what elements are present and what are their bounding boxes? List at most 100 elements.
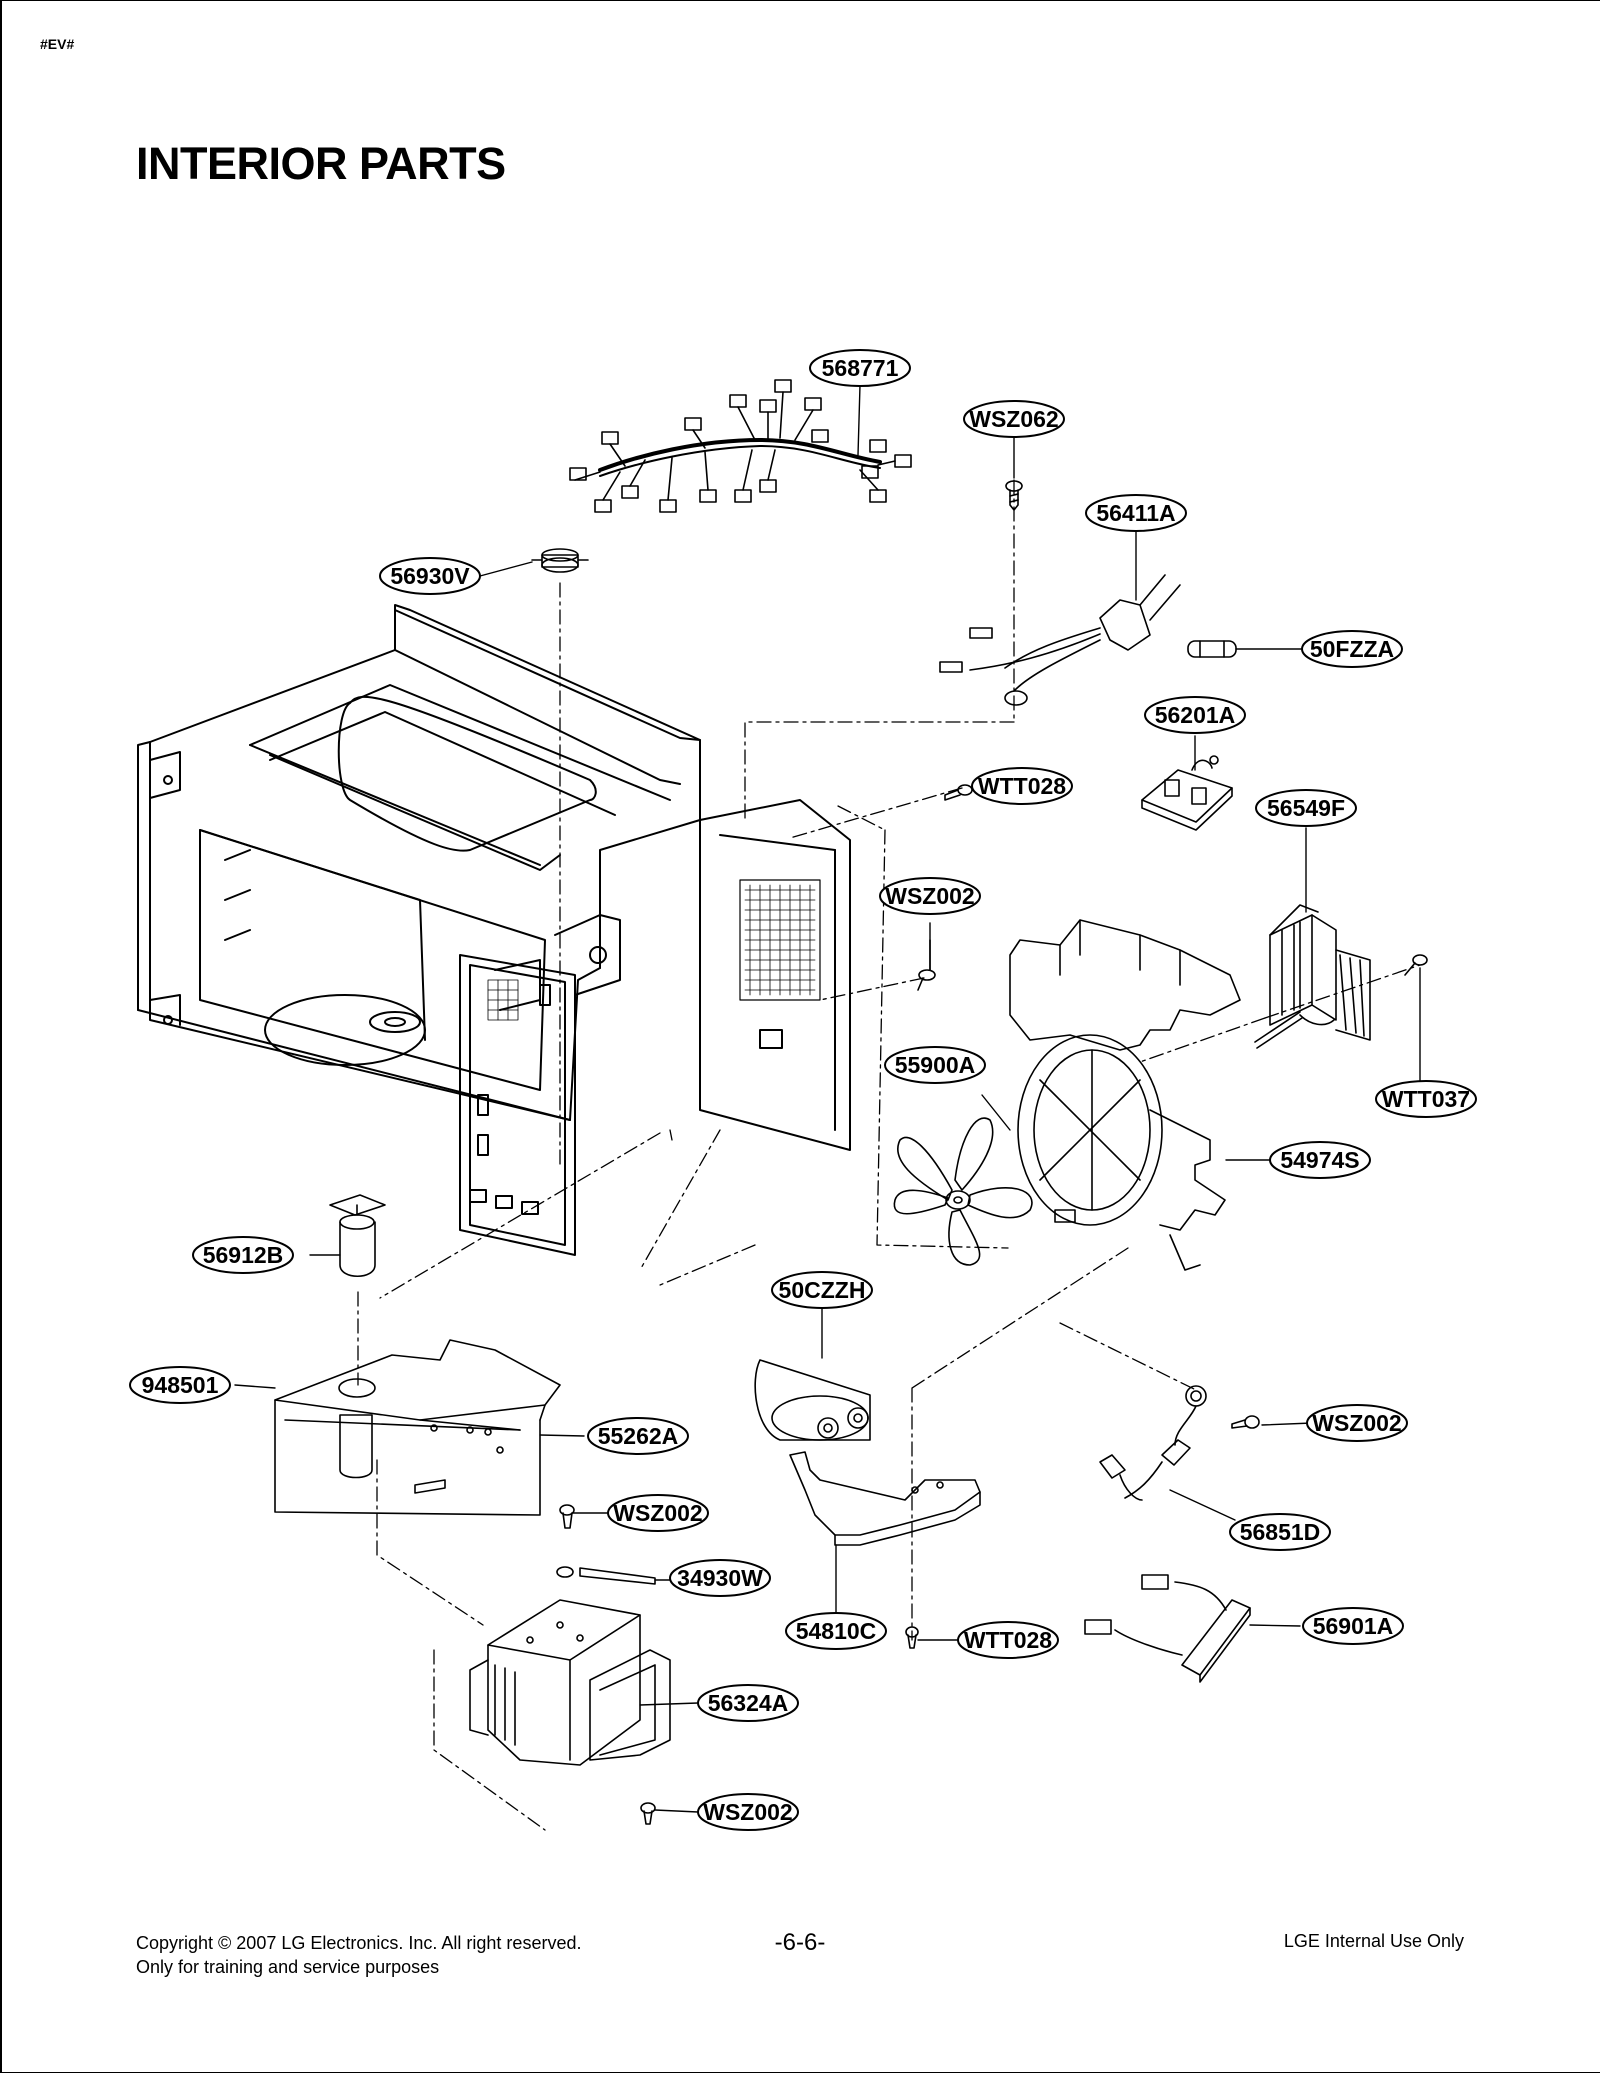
part-callout-50fzza: 50FZZA: [1301, 630, 1403, 668]
page-number: -6-6-: [774, 1929, 826, 1956]
part-code-label: WSZ002: [703, 1799, 792, 1825]
part-callout-56324a: 56324A: [697, 1684, 799, 1722]
callout-ellipse: [1301, 630, 1403, 668]
part-code-label: WSZ062: [969, 406, 1058, 432]
part-code-label: 54810C: [796, 1618, 877, 1644]
fuse-drawing: [1187, 640, 1237, 658]
part-code-label: 34930W: [677, 1565, 763, 1591]
part-callout-54974s: 54974S: [1269, 1141, 1371, 1179]
copyright-text: Copyright © 2007 LG Electronics. Inc. Al…: [136, 1933, 582, 1953]
screw-wsz062-drawing: [1005, 480, 1023, 511]
part-callout-wtt028: WTT028: [971, 767, 1073, 805]
callout-ellipse: [963, 400, 1065, 438]
screw-wsz002-mid-drawing: [559, 1504, 575, 1529]
magnetron-drawing: [469, 1599, 671, 1766]
part-callout-948501: 948501: [129, 1366, 231, 1404]
part-callout-wsz002: WSZ002: [697, 1793, 799, 1831]
callout-ellipse: [697, 1793, 799, 1831]
part-code-label: 50CZZH: [779, 1277, 866, 1303]
screw-wtt037-drawing: [1404, 954, 1428, 976]
part-code-label: 56851D: [1240, 1519, 1321, 1545]
callout-ellipse: [1375, 1080, 1477, 1118]
part-code-label: 568771: [822, 355, 899, 381]
door-switch-drawing: [1084, 1574, 1251, 1683]
spring-drawing: [556, 1566, 656, 1585]
part-callout-56549f: 56549F: [1255, 789, 1357, 827]
part-callout-54810c: 54810C: [785, 1612, 887, 1650]
part-code-label: 55262A: [598, 1423, 679, 1449]
front-frame-drawing: [459, 914, 621, 1256]
callout-ellipse: [1302, 1607, 1404, 1645]
air-guide-drawing: [1009, 919, 1241, 1271]
noise-filter-drawing: [1141, 755, 1233, 831]
leader-lines: [234, 384, 1421, 1813]
part-callout-56411a: 56411A: [1085, 494, 1187, 532]
part-callout-wsz002: WSZ002: [1306, 1404, 1408, 1442]
part-callout-56851d: 56851D: [1229, 1513, 1331, 1551]
callout-ellipse: [879, 877, 981, 915]
screw-wtt028-bottom-drawing: [905, 1626, 919, 1649]
wire-harness-drawing: [569, 379, 912, 513]
screw-wtt028-top-drawing: [944, 784, 973, 801]
part-code-label: 56912B: [203, 1242, 284, 1268]
power-cord-drawing: [939, 574, 1181, 706]
screw-wsz002-right-drawing: [1231, 1415, 1260, 1429]
part-callout-34930w: 34930W: [669, 1559, 771, 1597]
thermostat-drawing: [531, 548, 589, 573]
part-code-label: WTT028: [964, 1627, 1052, 1653]
callout-ellipse: [1306, 1404, 1408, 1442]
part-code-label: WSZ002: [1312, 1410, 1401, 1436]
callout-ellipse: [1255, 789, 1357, 827]
stirrer-motor-drawing: [329, 1194, 386, 1277]
callout-ellipse: [669, 1559, 771, 1597]
part-code-label: 56201A: [1155, 702, 1236, 728]
part-callout-wsz062: WSZ062: [963, 400, 1065, 438]
part-callout-56930v: 56930V: [379, 557, 481, 595]
callout-ellipse: [129, 1366, 231, 1404]
model-tag: #EV#: [40, 36, 75, 52]
part-code-label: 56549F: [1267, 795, 1345, 821]
part-code-label: 54974S: [1280, 1147, 1359, 1173]
part-callout-wtt037: WTT037: [1375, 1080, 1477, 1118]
callout-ellipse: [192, 1236, 294, 1274]
page-title: INTERIOR PARTS: [136, 138, 506, 189]
part-code-label: 948501: [142, 1372, 219, 1398]
mount-plate-drawing: [274, 1339, 561, 1516]
part-code-label: WSZ002: [885, 883, 974, 909]
internal-use-text: LGE Internal Use Only: [1283, 1931, 1464, 1951]
part-callout-56912b: 56912B: [192, 1236, 294, 1274]
footer-left: Copyright © 2007 LG Electronics. Inc. Al…: [136, 1931, 581, 1979]
part-callout-50czzh: 50CZZH: [771, 1271, 873, 1309]
part-code-label: 56324A: [708, 1690, 789, 1716]
part-callout-wtt028: WTT028: [957, 1621, 1059, 1659]
callout-ellipse: [884, 1046, 986, 1084]
callout-ellipse: [1144, 696, 1246, 734]
part-callout-56901a: 56901A: [1302, 1607, 1404, 1645]
callout-ellipse: [1269, 1141, 1371, 1179]
part-code-label: WTT028: [978, 773, 1066, 799]
part-code-label: 50FZZA: [1310, 636, 1394, 662]
screw-wsz002-bottom-drawing: [640, 1802, 656, 1825]
callout-ellipse: [1229, 1513, 1331, 1551]
callout-ellipse: [697, 1684, 799, 1722]
callout-ellipse: [971, 767, 1073, 805]
fan-motor-drawing: [1254, 904, 1371, 1049]
fan-blade-drawing: [893, 1117, 1033, 1266]
callout-ellipse: [1085, 494, 1187, 532]
part-callout-55262a: 55262A: [587, 1417, 689, 1455]
callout-ellipse: [607, 1494, 709, 1532]
purpose-text: Only for training and service purposes: [136, 1957, 440, 1977]
part-callout-wsz002: WSZ002: [879, 877, 981, 915]
monitor-fuse-drawing: [1099, 1385, 1207, 1501]
callout-ellipse: [957, 1621, 1059, 1659]
part-code-label: 56411A: [1096, 500, 1175, 526]
part-code-label: WSZ002: [613, 1500, 702, 1526]
assembly-guide-lines: [357, 479, 1421, 1831]
part-code-label: WTT037: [1382, 1086, 1470, 1112]
part-callout-568771: 568771: [809, 349, 911, 387]
callout-ellipse: [379, 557, 481, 595]
part-callout-56201a: 56201A: [1144, 696, 1246, 734]
part-code-label: 55900A: [895, 1052, 976, 1078]
